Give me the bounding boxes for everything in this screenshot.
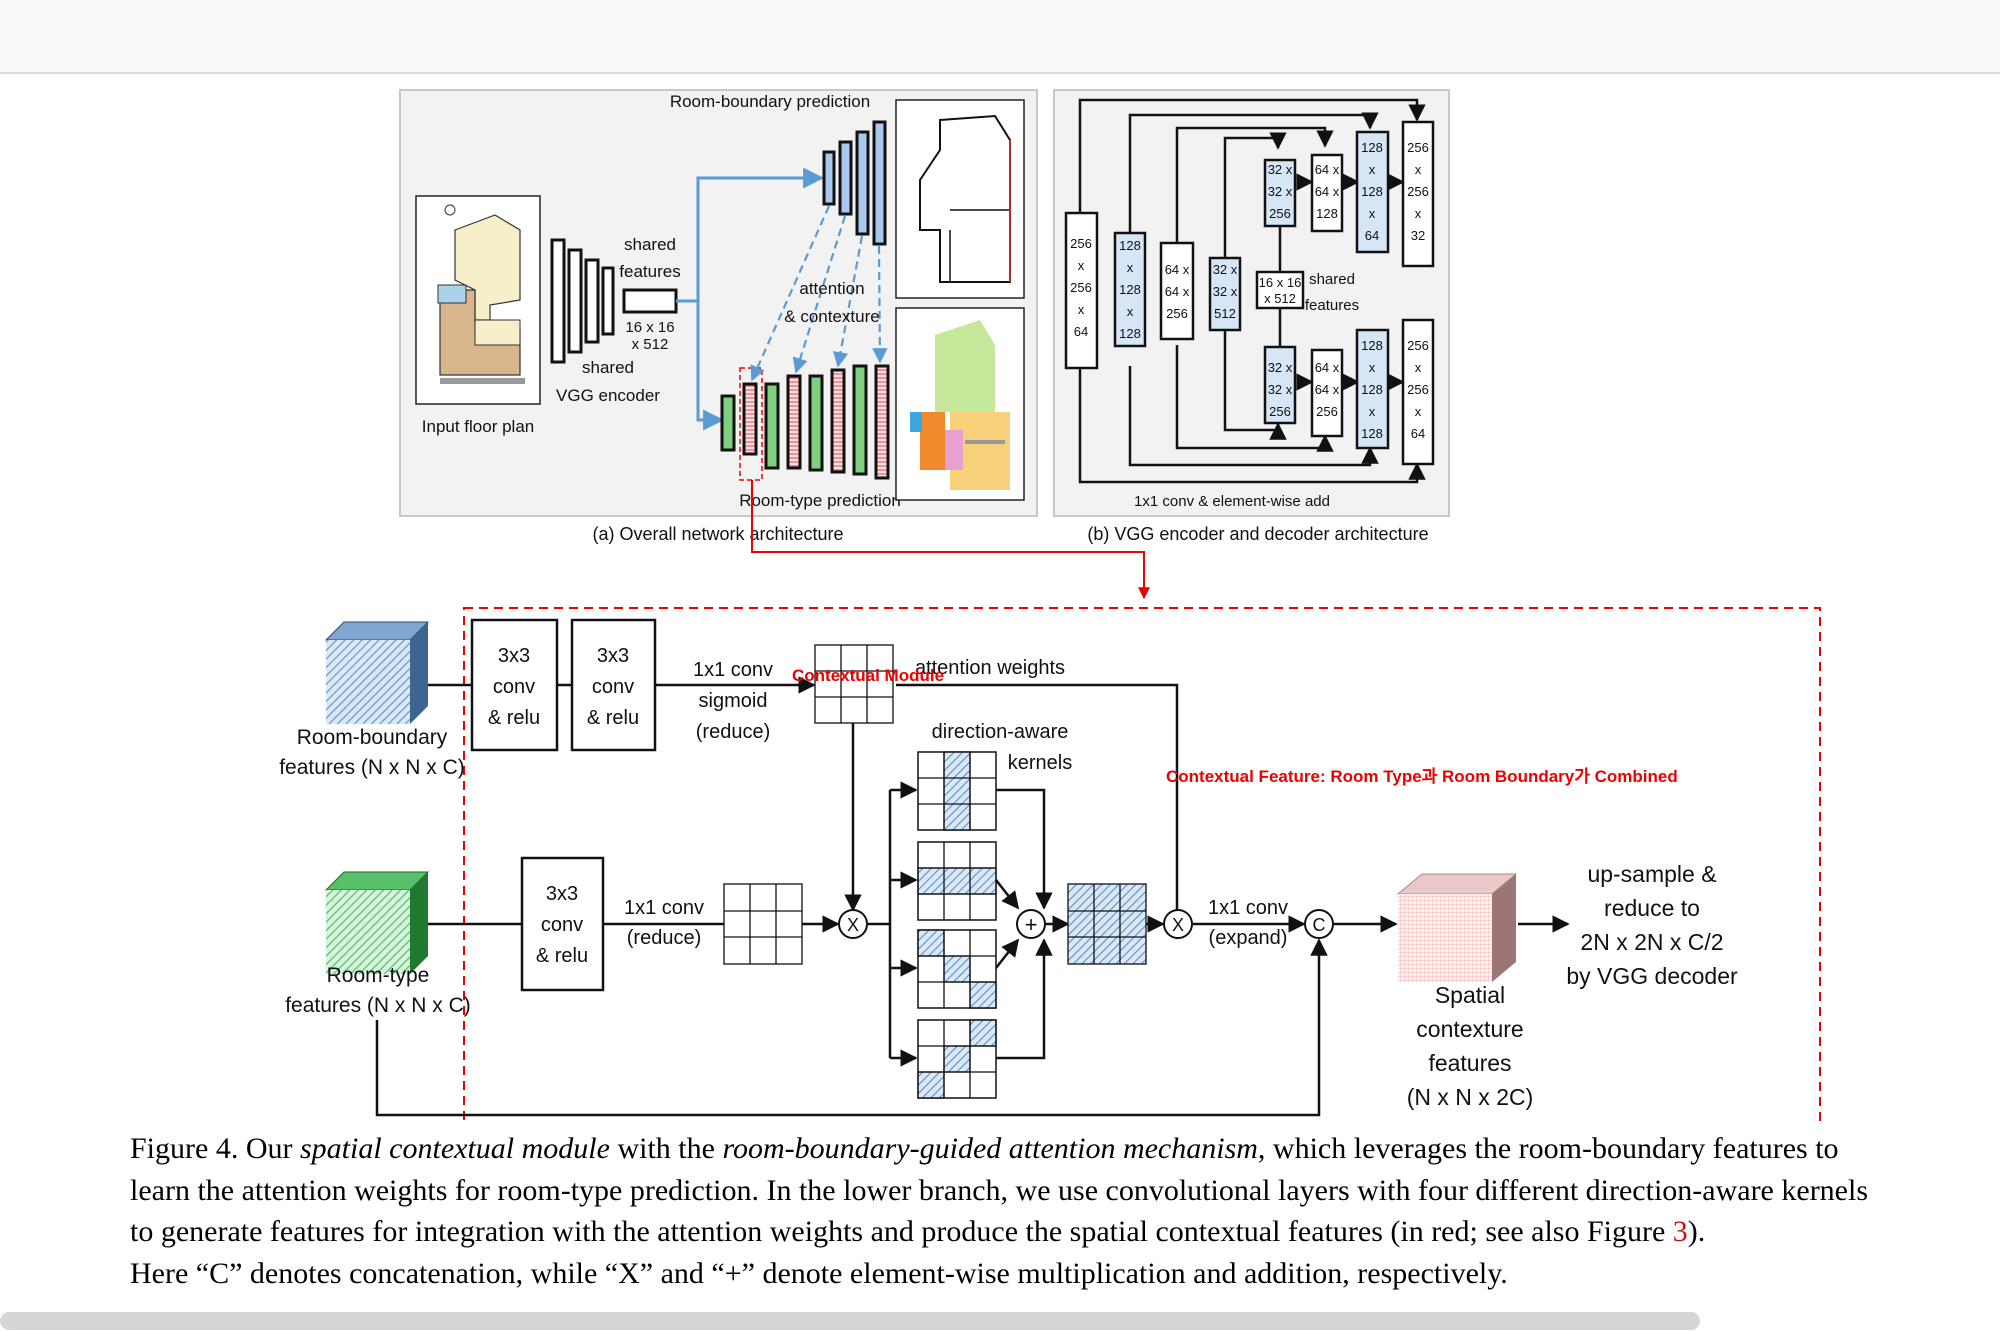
figure-caption: Figure 4. Our spatial contextual module … xyxy=(130,1128,1890,1294)
caption-line-4: Here “C” denotes concatenation, while “X… xyxy=(130,1256,1508,1290)
reduced-feature-grid xyxy=(723,883,803,965)
contextual-feature-annotation: Contextual Feature: Room Type과 Room Boun… xyxy=(1166,767,1678,786)
room-boundary-prediction-image xyxy=(895,99,1025,299)
room-boundary-decoder-bars xyxy=(822,120,887,246)
contextual-module-annotation: Contextual Module xyxy=(792,666,944,685)
zoom-connector xyxy=(751,480,1150,600)
attention-arrows xyxy=(750,205,888,382)
panel-a-caption: (a) Overall network architecture xyxy=(592,524,843,544)
attention-weights-label: attention weights xyxy=(915,657,1065,679)
input-floor-plan-label: Input floor plan xyxy=(422,417,534,436)
horizontal-scrollbar[interactable] xyxy=(0,1312,1700,1330)
caption-fig-label: Figure 4. Our xyxy=(130,1132,300,1165)
caption-emphasis-1: spatial contextual module xyxy=(299,1132,610,1165)
attention-weight-grid xyxy=(814,644,894,724)
caption-text-3: , which leverages the room-boundary feat… xyxy=(130,1132,1869,1248)
caption-text-4: ). xyxy=(1687,1215,1706,1248)
add-operator: + xyxy=(1016,909,1046,939)
room-boundary-prediction-label: Room-boundary prediction xyxy=(670,92,870,111)
svg-text:C: C xyxy=(1313,915,1326,935)
attention-contexture-label: attention& contexture xyxy=(784,279,879,326)
room-type-prediction-label: Room-type prediction xyxy=(739,491,901,510)
caption-emphasis-2: room-boundary-guided attention mechanism xyxy=(722,1132,1258,1165)
conv-block-2 xyxy=(570,618,657,752)
svg-text:+: + xyxy=(1025,912,1038,937)
svg-text:X: X xyxy=(847,915,859,935)
panel-b-caption: (b) VGG encoder and decoder architecture xyxy=(1087,524,1428,544)
expand-label: 1x1 conv(expand) xyxy=(1208,897,1288,949)
shared-features-block xyxy=(622,288,678,314)
b-bottom-note: 1x1 conv & element-wise add xyxy=(1134,493,1330,510)
contextual-module-box xyxy=(463,607,1821,1124)
multiply-operator-1: X xyxy=(838,909,868,939)
browser-top-bar xyxy=(0,0,2000,74)
caption-text-2: with the xyxy=(609,1132,723,1165)
spatial-contexture-cube xyxy=(1396,873,1518,982)
room-boundary-cube xyxy=(324,621,430,724)
svg-text:16 x 16x 512: 16 x 16x 512 xyxy=(1259,275,1302,306)
svg-text:X: X xyxy=(1172,915,1184,935)
conv-block-1 xyxy=(470,618,559,752)
input-floor-plan-image xyxy=(415,195,541,405)
summed-feature-grid xyxy=(1067,883,1147,965)
reduce-label: 1x1 conv(reduce) xyxy=(624,897,704,949)
figure-3-link[interactable]: 3 xyxy=(1672,1215,1688,1248)
room-type-cube xyxy=(324,871,430,974)
conv-block-3 xyxy=(520,856,605,992)
room-type-decoder-bars xyxy=(720,364,890,480)
multiply-operator-2: X xyxy=(1163,909,1193,939)
vgg-encoder-bars xyxy=(550,238,615,364)
room-type-prediction-image xyxy=(895,307,1025,501)
concat-operator: C xyxy=(1304,909,1334,939)
direction-aware-kernel-grids xyxy=(917,751,997,1099)
